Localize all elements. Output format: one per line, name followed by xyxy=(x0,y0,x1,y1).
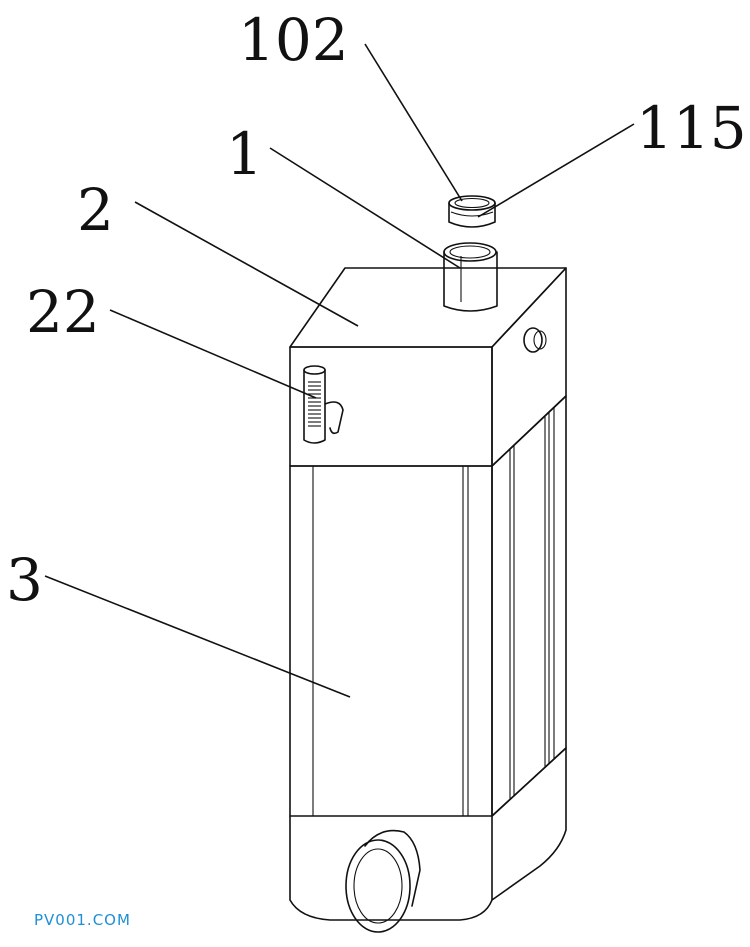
leader-102 xyxy=(364,43,463,202)
leader-2 xyxy=(134,201,359,327)
label-2: 2 xyxy=(77,176,114,244)
leader-3 xyxy=(44,575,351,698)
top-housing xyxy=(289,267,567,467)
cap-ring xyxy=(448,195,496,228)
leader-115 xyxy=(477,123,635,218)
label-1: 1 xyxy=(226,120,263,188)
sight-gauge xyxy=(303,365,344,444)
leader-22 xyxy=(109,309,317,399)
inlet-tube xyxy=(443,242,498,312)
main-body xyxy=(289,395,567,817)
bottom-section xyxy=(289,747,567,933)
watermark: PV001.COM xyxy=(34,911,131,929)
label-115: 115 xyxy=(636,94,747,162)
leader-1 xyxy=(269,147,461,269)
label-102: 102 xyxy=(238,6,349,74)
leader-lines xyxy=(44,43,635,698)
reference-labels: 102 115 1 2 22 3 xyxy=(6,6,747,614)
label-22: 22 xyxy=(26,278,100,346)
label-3: 3 xyxy=(6,546,43,614)
